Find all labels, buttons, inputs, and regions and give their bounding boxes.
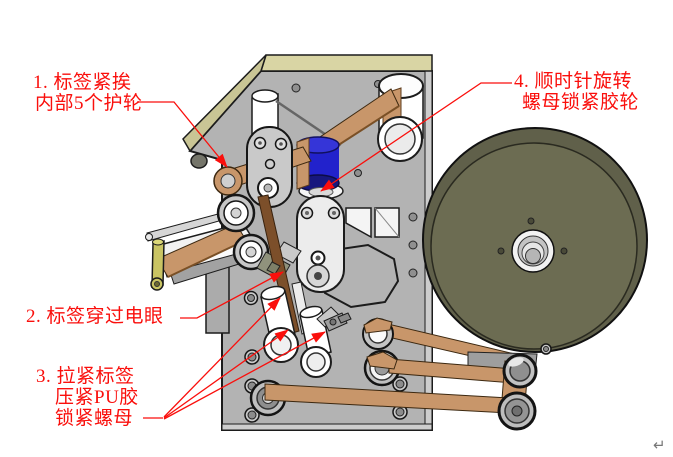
roller-r3: [502, 353, 538, 389]
roll-hub: [497, 217, 568, 273]
annotation-1-line-1: 1. 标签紧挨: [33, 72, 132, 93]
swing-arm: [246, 126, 293, 208]
peel-tip-bar: [150, 238, 165, 291]
annotation-3-line-3: 锁紧螺母: [55, 408, 134, 429]
roller-r4: [497, 391, 537, 431]
annotation-4-line-2: 螺母锁紧胶轮: [522, 92, 640, 113]
annotation-3-leader-c: [163, 331, 326, 420]
web-wrap-r2: [366, 351, 398, 370]
applicator-bracket: [296, 195, 345, 293]
guide-roller-1: [216, 193, 256, 233]
paragraph-mark: ↵: [653, 436, 666, 454]
annotation-2-leader: [180, 271, 284, 319]
guide-roller-2: [232, 233, 270, 271]
annotation-3-line-2: 压紧PU胶: [55, 387, 139, 408]
annotation-4-line-1: 4. 顺时针旋转: [514, 71, 633, 92]
plate-bevel-face: [182, 54, 267, 153]
peeler-assembly: [145, 209, 256, 334]
bottom-web-assembly: [249, 317, 538, 431]
plate-top-face: [259, 54, 433, 72]
annotation-2-line-1: 2. 标签穿过电眼: [26, 306, 164, 327]
side-brackets: [345, 207, 400, 239]
annotation-1-line-2: 内部5个护轮: [35, 93, 143, 114]
roll-side-bolt: [540, 343, 552, 355]
annotation-3-leader-b: [163, 329, 289, 419]
annotation-4-leader: [320, 82, 512, 192]
guide-roller-small: [213, 166, 243, 196]
label-roll-disk: [422, 127, 648, 353]
plate-hole: [190, 153, 208, 169]
locking-clamp: [316, 306, 352, 332]
web-wrap-r1: [363, 317, 393, 334]
plate-bottom-edge: [221, 423, 433, 431]
annotation-1-leader: [137, 101, 228, 168]
drive-roller-blue: [296, 136, 344, 200]
annotation-3-leader-a: [163, 297, 281, 418]
annotation-3-line-1: 3. 拉紧标签: [36, 366, 135, 387]
annotation-leaders: [137, 82, 512, 420]
